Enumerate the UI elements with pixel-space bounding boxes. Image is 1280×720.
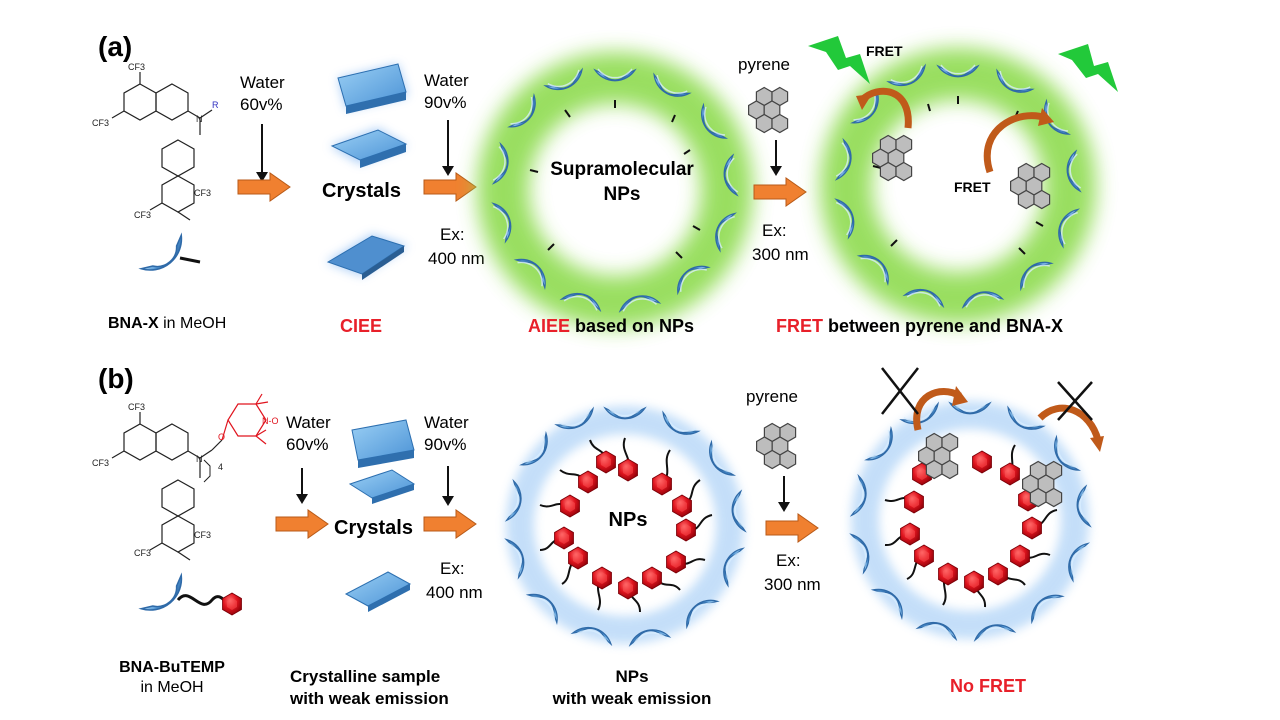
- step3-process-arrow-b: [765, 513, 819, 543]
- bna-x-labels: CF3 CF3 CF3 CF3 N R: [92, 62, 219, 220]
- caption-no-fret: No FRET: [950, 676, 1026, 696]
- caption-nps-line1: NPs: [615, 667, 648, 686]
- bna-x-structure: [111, 72, 213, 221]
- cf3-label: CF3: [194, 188, 211, 198]
- step2-amount-b: 90v%: [424, 435, 467, 454]
- step2-reagent: Water: [424, 71, 469, 90]
- step3-ex-label: Ex:: [762, 221, 787, 240]
- step1-reagent: Water: [240, 73, 285, 92]
- no-fret-ring: [849, 367, 1104, 642]
- nitroxide-label: N-O: [262, 416, 279, 426]
- step3-ex-value: 300 nm: [752, 245, 809, 264]
- np-label-line1: Supramolecular: [550, 159, 694, 180]
- caption-fret: FRET between pyrene and BNA-X: [776, 316, 1063, 336]
- np-label-line2: NPs: [604, 184, 641, 205]
- step2-ex-label: Ex:: [440, 225, 465, 244]
- cf3-label: CF3: [194, 530, 211, 540]
- panel-b: (b) CF3 CF3 CF3 CF3: [92, 363, 1104, 708]
- caption-in-meoh: in MeOH: [140, 679, 203, 696]
- blocked-fret-arrow: [913, 388, 962, 431]
- caption-bna-x: BNA-X in MeOH: [108, 315, 226, 332]
- fret-np-ring: [820, 48, 1096, 324]
- substituent-line: [179, 256, 201, 264]
- caption-crystalline-line2: with weak emission: [289, 689, 449, 708]
- caption-ciee: CIEE: [340, 316, 382, 336]
- cross-mark-icon: [881, 367, 919, 415]
- supramolecular-np-ring: [477, 52, 753, 328]
- crystals-label-b: Crystals: [334, 517, 413, 539]
- fret-arrow: [983, 112, 1048, 174]
- fret-label-right: FRET: [954, 179, 991, 195]
- cross-mark-icon: [1057, 381, 1093, 421]
- step2-reagent-b: Water: [424, 413, 469, 432]
- crystals-a: [326, 63, 408, 280]
- crystals-label-a: Crystals: [322, 180, 401, 202]
- step3-reagent-a: pyrene: [738, 55, 790, 74]
- temp-radical-icon: [222, 592, 242, 616]
- emission-bolt-icon: [1058, 44, 1118, 92]
- caption-crystalline-line1: Crystalline sample: [290, 667, 440, 686]
- step2-process-arrow: [423, 172, 477, 202]
- r-group-label: R: [212, 100, 219, 110]
- ether-o-label: O: [218, 432, 225, 442]
- pyrene-icon-b: [755, 422, 797, 470]
- panel-a: (a) CF3 CF3 CF3 CF3 N R BNA-: [92, 31, 1118, 336]
- step1-amount: 60v%: [240, 95, 283, 114]
- cf3-label: CF3: [92, 458, 109, 468]
- pyrene-in-np: [1009, 162, 1051, 210]
- step3-process-arrow: [753, 177, 807, 207]
- step1-reagent-b: Water: [286, 413, 331, 432]
- caption-aiee: AIEE based on NPs: [528, 316, 694, 336]
- amine-n-label: N: [196, 454, 203, 464]
- temp-ring: [221, 393, 269, 445]
- step2-amount: 90v%: [424, 93, 467, 112]
- pyrene-icon: [747, 86, 789, 134]
- np-ring-b: [504, 406, 747, 647]
- panel-a-label: (a): [98, 31, 132, 62]
- panel-b-label: (b): [98, 363, 134, 394]
- cf3-label: CF3: [128, 62, 145, 72]
- caption-bna-butemp: BNA-BuTEMP: [119, 659, 225, 676]
- step1-process-arrow-b: [275, 509, 329, 539]
- cf3-label: CF3: [134, 210, 151, 220]
- np-label-b: NPs: [609, 509, 648, 531]
- cf3-label: CF3: [128, 402, 145, 412]
- step3-ex-value-b: 300 nm: [764, 575, 821, 594]
- blocked-fret-arrow: [1037, 404, 1102, 442]
- step2-process-arrow-b: [423, 509, 477, 539]
- fret-label-top: FRET: [866, 43, 903, 59]
- crystals-b: [344, 419, 416, 612]
- caption-nps-line2: with weak emission: [552, 689, 712, 708]
- step2-ex-label-b: Ex:: [440, 559, 465, 578]
- step3-ex-label-b: Ex:: [776, 551, 801, 570]
- chain-subscript: 4: [218, 462, 223, 472]
- step1-amount-b: 60v%: [286, 435, 329, 454]
- step2-ex-value: 400 nm: [428, 249, 485, 268]
- amine-n-label: N: [196, 114, 203, 124]
- cf3-label: CF3: [92, 118, 109, 128]
- step2-ex-value-b: 400 nm: [426, 583, 483, 602]
- substituent-ticks-a: [529, 100, 701, 259]
- bna-butemp-structure: [111, 412, 223, 561]
- cf3-label: CF3: [134, 548, 151, 558]
- step3-reagent-b: pyrene: [746, 387, 798, 406]
- emission-bolt-icon: [808, 36, 870, 84]
